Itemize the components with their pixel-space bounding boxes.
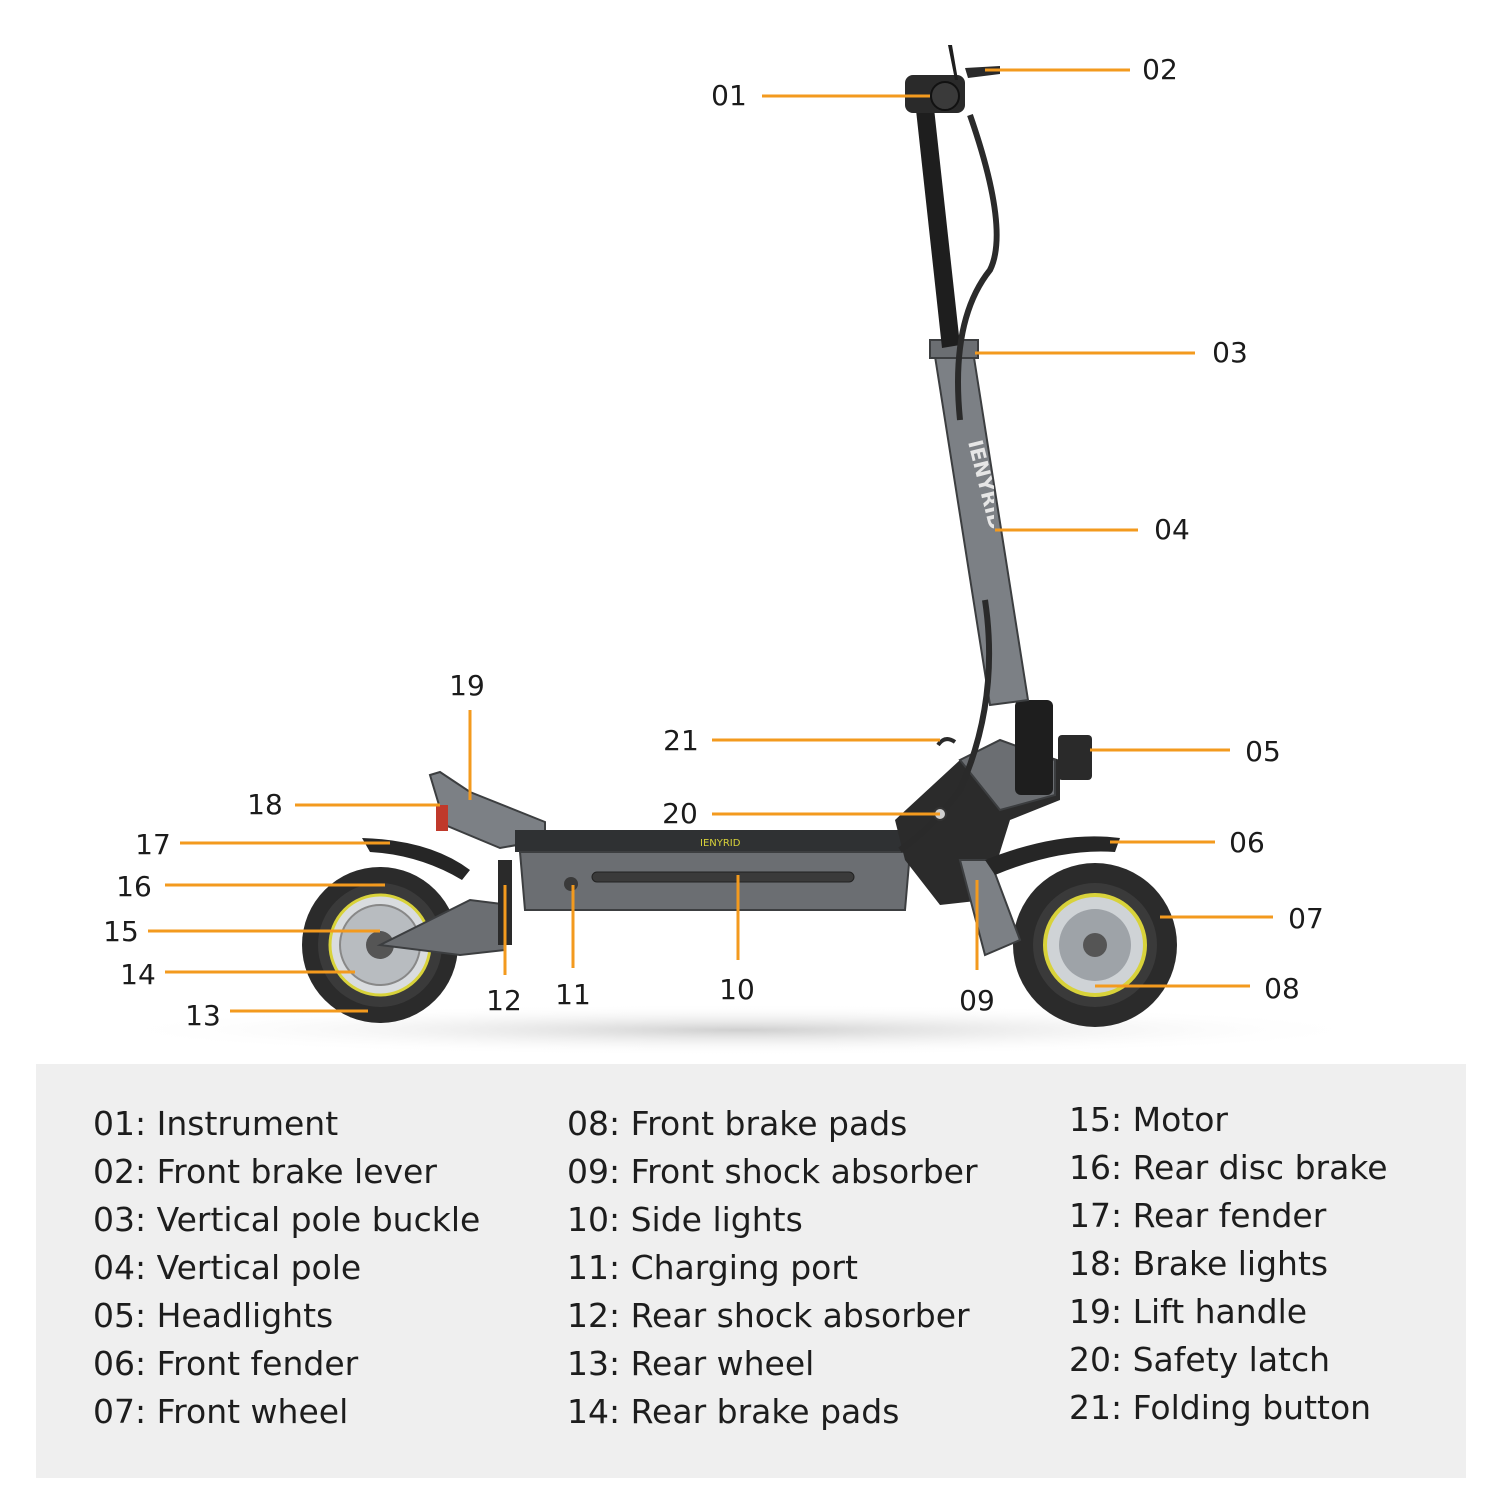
callout-09: 09 <box>959 984 995 1017</box>
front-shock-cylinder <box>1015 700 1053 795</box>
brake-lever <box>965 66 1000 78</box>
callout-04: 04 <box>1154 513 1190 546</box>
legend-item: 04: Vertical pole <box>93 1248 362 1287</box>
legend-item: 13: Rear wheel <box>567 1344 815 1383</box>
callout-16: 16 <box>116 870 152 903</box>
brand-logo: IENYRID <box>963 440 994 532</box>
callout-06: 06 <box>1229 826 1265 859</box>
callout-20: 20 <box>662 797 698 830</box>
callout-17: 17 <box>135 828 171 861</box>
legend-item: 21: Folding button <box>1069 1388 1372 1427</box>
callout-02: 02 <box>1142 53 1178 86</box>
brand-logo-text: IENYRID <box>963 440 994 532</box>
legend-item: 14: Rear brake pads <box>567 1392 900 1431</box>
brake-light <box>436 805 448 831</box>
parts-legend: 01: Instrument 02: Front brake lever 03:… <box>36 1064 1466 1478</box>
lower-cable <box>898 599 993 853</box>
legend-item: 15: Motor <box>1069 1100 1228 1139</box>
upper-stem <box>916 108 960 348</box>
callout-03: 03 <box>1212 336 1248 369</box>
legend-item: 07: Front wheel <box>93 1392 349 1431</box>
legend-item: 08: Front brake pads <box>567 1104 908 1143</box>
callout-14: 14 <box>120 958 156 991</box>
folding-button <box>936 737 957 747</box>
scooter-illustration: IENYRID <box>100 45 1380 1056</box>
deck-text: IENYRID <box>700 838 741 849</box>
rear-fender <box>362 838 470 880</box>
front-fender <box>985 836 1120 875</box>
side-lights <box>591 871 855 883</box>
callout-10: 10 <box>719 973 755 1006</box>
callout-13: 13 <box>185 999 221 1032</box>
handlebar-grip <box>948 45 958 80</box>
legend-item: 09: Front shock absorber <box>567 1152 978 1191</box>
legend-item: 18: Brake lights <box>1069 1244 1329 1283</box>
callout-21: 21 <box>663 724 699 757</box>
legend-item: 03: Vertical pole buckle <box>93 1200 481 1239</box>
legend-column-1: 01: Instrument 02: Front brake lever 03:… <box>93 1100 480 1436</box>
legend-item: 12: Rear shock absorber <box>567 1296 970 1335</box>
legend-item: 20: Safety latch <box>1069 1340 1331 1379</box>
callout-18: 18 <box>247 788 283 821</box>
legend-column-3: 15: Motor 16: Rear disc brake 17: Rear f… <box>1069 1096 1388 1432</box>
leader-lines <box>148 68 1273 1013</box>
instrument-dial <box>930 81 960 111</box>
legend-item: 01: Instrument <box>93 1104 339 1143</box>
scooter-diagram: IENYRID <box>100 45 1380 1056</box>
legend-item: 05: Headlights <box>93 1296 334 1335</box>
charging-port <box>564 877 578 891</box>
callout-01: 01 <box>711 79 747 112</box>
brake-cable <box>955 114 1000 421</box>
legend-item: 17: Rear fender <box>1069 1196 1327 1235</box>
legend-item: 02: Front brake lever <box>93 1152 437 1191</box>
front-wheel <box>1013 863 1177 1027</box>
legend-item: 10: Side lights <box>567 1200 803 1239</box>
legend-item: 19: Lift handle <box>1069 1292 1308 1331</box>
callout-08: 08 <box>1264 972 1300 1005</box>
deck-top <box>515 830 905 852</box>
legend-item: 16: Rear disc brake <box>1069 1148 1388 1187</box>
legend-item: 06: Front fender <box>93 1344 359 1383</box>
callout-11: 11 <box>555 978 591 1011</box>
legend-column-2: 08: Front brake pads 09: Front shock abs… <box>567 1100 978 1436</box>
legend-item: 11: Charging port <box>567 1248 858 1287</box>
callout-19: 19 <box>449 669 485 702</box>
callout-15: 15 <box>103 915 139 948</box>
callout-12: 12 <box>486 984 522 1017</box>
callout-05: 05 <box>1245 735 1281 768</box>
headlight <box>1058 735 1092 780</box>
front-fork <box>958 859 1022 957</box>
callout-07: 07 <box>1288 902 1324 935</box>
